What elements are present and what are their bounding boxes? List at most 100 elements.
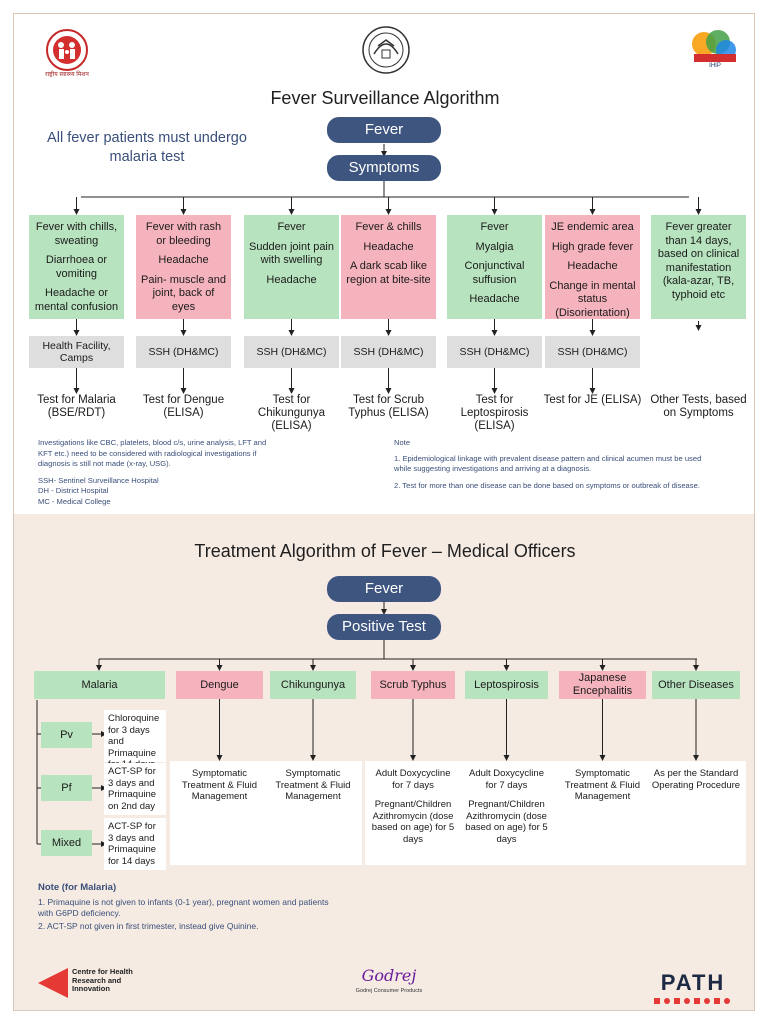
facility-box-5: SSH (DH&MC) [447,336,542,368]
malaria-type-pf: Pf [41,775,92,801]
malaria-drug-mixed: ACT-SP for 3 days and Primaquine for 14 … [104,818,166,870]
symptom-line: Headache or mental confusion [34,287,119,313]
footnote-line: DH - District Hospital [38,486,109,495]
test-label-2: Test for Dengue (ELISA) [142,394,225,419]
treatment-line: As per the Standard Operating Procedure [651,768,741,791]
malaria-drug-pf: ACT-SP for 3 days and Primaquine on 2nd … [104,763,166,815]
footnote-line: SSH- Sentinel Surveillance Hospital [38,475,159,485]
test-label-7: Other Tests, based on Symptoms [650,394,747,419]
symptom-line: Headache [567,260,618,272]
malaria-drug-pv: Chloroquine for 3 days and Primaquine fo… [104,710,166,770]
path-logo: PATH [650,970,736,1004]
drug-text: ACT-SP for 3 days and Primaquine on 2nd … [108,766,157,812]
chri-logo: Centre for Health Research and Innovatio… [36,966,196,1002]
symptom-line: Headache [469,293,520,305]
test-label-4: Test for Scrub Typhus (ELISA) [348,394,429,419]
national-health-mission-logo: राष्ट्रीय स्वास्थ्य मिशन [34,28,100,78]
symptom-line: Change in mental status (Disorientation) [549,279,636,319]
symptoms-node: Symptoms [327,155,441,181]
disease-6: Japanese Encephalitis [559,671,646,699]
connector-lines [36,144,702,847]
symptom-line: Conjunctival suffusion [464,260,525,286]
malaria-type-pv: Pv [41,722,92,748]
symptom-line: Diarrhoea or vomiting [45,254,108,280]
symptom-line: Fever [277,221,306,233]
disease-5: Leptospirosis [465,671,548,699]
treatment-box-1: Symptomatic Treatment & Fluid Management [170,761,269,865]
test-label-6: Test for JE (ELISA) [543,394,642,406]
disease-3: Chikungunya [270,671,356,699]
symptom-box-7: Fever greater than 14 days, based on cli… [651,215,746,319]
malaria-note-title: Note (for Malaria) [38,882,117,893]
facility-box-1: Health Facility, Camps [29,336,124,368]
treatment-line: Adult Doxycycline for 7 days [375,768,451,791]
nhm-subtext: राष्ट्रीय स्वास्थ्य मिशन [45,72,89,78]
path-text: PATH [660,970,726,995]
symptom-line: Headache [363,240,414,253]
symptom-line: Fever with chills, sweating [35,221,118,247]
test-label-5: Test for Leptospirosis (ELISA) [460,394,529,432]
symptom-line: Pain- muscle and joint, back of eyes [141,273,226,313]
investigation-footnote: Investigations like CBC, platelets, bloo… [38,438,278,507]
treatment-box-2: Symptomatic Treatment & Fluid Management [264,761,362,865]
disease-4: Scrub Typhus [371,671,455,699]
facility-box-4: SSH (DH&MC) [341,336,436,368]
malaria-note-2: 2. ACT-SP not given in first trimester, … [38,921,259,931]
surveillance-title: Fever Surveillance Algorithm [270,88,500,108]
malaria-type-mixed: Mixed [41,830,92,856]
facility-box-6: SSH (DH&MC) [545,336,640,368]
ihip-logo: IHIP [688,26,742,72]
note-title: Note [394,438,411,447]
facility-box-3: SSH (DH&MC) [244,336,339,368]
symptom-line: Fever with rash or bleeding [145,221,222,247]
malaria-note-1: 1. Primaquine is not given to infants (0… [38,897,329,918]
note-line: 2. Test for more than one disease can be… [394,480,700,490]
treatment-fever-node: Fever [327,576,441,602]
disease-1: Malaria [34,671,165,699]
malaria-test-note: All fever patients must undergo malaria … [47,130,247,165]
symptom-line: Myalgia [475,240,514,253]
symptom-line: Sudden joint pain with swelling [248,240,334,267]
symptom-line: High grade fever [551,240,634,253]
fever-node: Fever [327,117,441,143]
state-emblem-logo [360,24,412,76]
symptom-line: Fever greater than 14 days, based on cli… [657,221,740,301]
godrej-logo: Godrej Godrej Consumer Products [344,966,434,1002]
treatment-box-6: As per the Standard Operating Procedure [646,761,746,865]
footnote-line: Investigations like CBC, platelets, bloo… [38,438,267,468]
drug-text: Chloroquine for 3 days and Primaquine fo… [108,713,160,770]
treatment-line: Symptomatic Treatment & Fluid Management [275,768,351,802]
disease-2: Dengue [176,671,263,699]
ihip-text: IHIP [709,63,721,69]
facility-box-2: SSH (DH&MC) [136,336,231,368]
symptom-line: Headache [158,254,209,266]
disease-7: Other Diseases [652,671,740,699]
symptom-line: A dark scab like region at bite-site [346,260,431,286]
treatment-title: Treatment Algorithm of Fever – Medical O… [194,541,576,561]
treatment-line: Adult Doxycycline for 7 days [469,768,544,791]
drug-text: ACT-SP for 3 days and Primaquine for 14 … [108,821,157,867]
treatment-box-5: Symptomatic Treatment & Fluid Management [553,761,652,865]
treatment-line: Pregnant/Children Azithromycin (dose bas… [465,799,548,845]
poster-frame: राष्ट्रीय स्वास्थ्य मिशन IHIP Fever Surv… [13,13,755,1011]
test-label-3: Test for Chikungunya (ELISA) [257,394,326,432]
symptom-line: Fever & chills [355,221,422,233]
footnote-line: MC - Medical College [38,496,111,506]
symptom-line: JE endemic area [551,221,634,233]
treatment-line: Pregnant/Children Azithromycin (dose bas… [371,799,455,845]
symptom-line: Headache [266,273,317,286]
surveillance-note: Note 1. Epidemiological linkage with pre… [394,438,714,497]
godrej-text: Godrej [361,966,417,985]
malaria-note: Note (for Malaria) 1. Primaquine is not … [38,882,338,932]
note-line: 1. Epidemiological linkage with prevalen… [394,453,702,474]
treatment-line: Symptomatic Treatment & Fluid Management [181,768,258,802]
positive-test-node: Positive Test [327,614,441,640]
